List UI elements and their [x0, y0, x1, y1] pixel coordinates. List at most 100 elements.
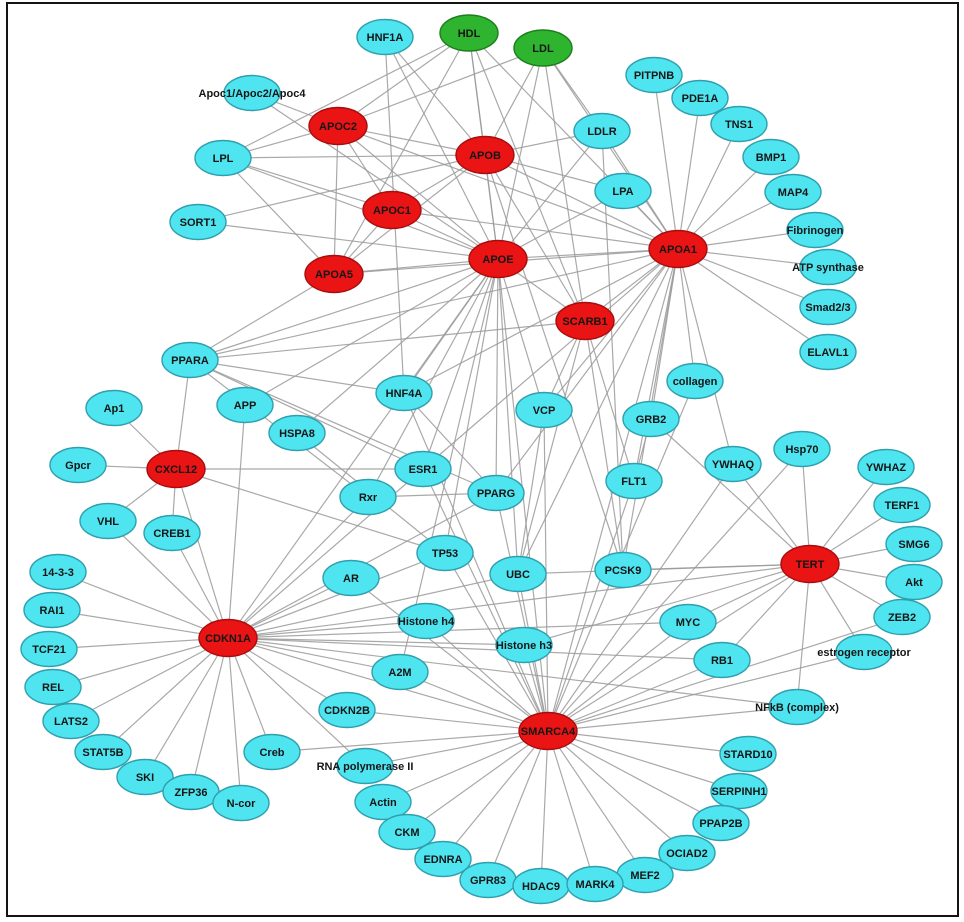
node-ellipse-apocgrp[interactable]: [223, 74, 281, 112]
node-zeb2[interactable]: ZEB2: [873, 598, 931, 636]
node-ellipse-ppara[interactable]: [161, 341, 219, 379]
node-ppara[interactable]: PPARA: [161, 341, 219, 379]
node-ellipse-mef2[interactable]: [616, 856, 674, 894]
node-ellipse-creb1[interactable]: [143, 514, 201, 552]
node-ellipse-er[interactable]: [835, 633, 893, 671]
node-lpa[interactable]: LPA: [594, 172, 652, 210]
node-stat5b[interactable]: STAT5B: [74, 733, 132, 771]
node-ywhaz[interactable]: YWHAZ: [857, 448, 915, 486]
node-ellipse-collagen[interactable]: [666, 362, 724, 400]
node-rel[interactable]: REL: [24, 668, 82, 706]
node-ellipse-apoa1[interactable]: [648, 229, 708, 269]
node-ellipse-smad23[interactable]: [799, 288, 857, 326]
node-rai1[interactable]: RAI1: [23, 591, 81, 629]
node-ellipse-hnf1a[interactable]: [356, 18, 414, 56]
node-ellipse-esr1[interactable]: [394, 450, 452, 488]
node-ellipse-lats2[interactable]: [42, 702, 100, 740]
node-ellipse-app[interactable]: [216, 386, 274, 424]
node-ellipse-apoa5[interactable]: [304, 254, 364, 294]
node-ellipse-rb1[interactable]: [693, 641, 751, 679]
node-creb[interactable]: Creb: [243, 733, 301, 771]
node-ubc[interactable]: UBC: [489, 555, 547, 593]
node-mef2[interactable]: MEF2: [616, 856, 674, 894]
node-cdkn2b[interactable]: CDKN2B: [318, 691, 376, 729]
node-ednra[interactable]: EDNRA: [414, 840, 472, 878]
node-vhl[interactable]: VHL: [79, 502, 137, 540]
node-ellipse-ski[interactable]: [116, 758, 174, 796]
node-ellipse-grb2[interactable]: [622, 400, 680, 438]
node-ellipse-ywhaq[interactable]: [704, 445, 762, 483]
node-ellipse-pde1a[interactable]: [671, 79, 729, 117]
node-ellipse-ywhaz[interactable]: [857, 448, 915, 486]
node-ellipse-pparg[interactable]: [467, 474, 525, 512]
node-hdac9[interactable]: HDAC9: [512, 867, 570, 905]
node-terf1[interactable]: TERF1: [873, 486, 931, 524]
node-ellipse-ncor[interactable]: [212, 784, 270, 822]
node-hh3[interactable]: Histone h3: [495, 626, 553, 664]
node-atpsyn[interactable]: ATP synthase: [792, 248, 864, 286]
node-ellipse-scarb1[interactable]: [555, 301, 615, 341]
node-flt1[interactable]: FLT1: [605, 462, 663, 500]
node-apoc1[interactable]: APOC1: [362, 190, 422, 230]
node-a2m[interactable]: A2M: [371, 653, 429, 691]
node-ellipse-hsp70[interactable]: [773, 430, 831, 468]
node-ellipse-tert[interactable]: [780, 544, 840, 584]
node-ellipse-ap1[interactable]: [85, 389, 143, 427]
node-ellipse-a2m[interactable]: [371, 653, 429, 691]
node-n1433[interactable]: 14-3-3: [29, 553, 87, 591]
node-ellipse-ednra[interactable]: [414, 840, 472, 878]
node-ar[interactable]: AR: [322, 559, 380, 597]
node-lpl[interactable]: LPL: [194, 139, 252, 177]
node-ellipse-ckm[interactable]: [378, 813, 436, 851]
node-cxcl12[interactable]: CXCL12: [146, 449, 206, 489]
node-ppap2b[interactable]: PPAP2B: [692, 804, 750, 842]
node-pitpnb[interactable]: PITPNB: [625, 56, 683, 94]
node-bmp1[interactable]: BMP1: [742, 138, 800, 176]
node-lats2[interactable]: LATS2: [42, 702, 100, 740]
node-apoc2[interactable]: APOC2: [308, 106, 368, 146]
node-pde1a[interactable]: PDE1A: [671, 79, 729, 117]
node-grb2[interactable]: GRB2: [622, 400, 680, 438]
node-smarca4[interactable]: SMARCA4: [518, 711, 578, 751]
node-ellipse-hnf4a[interactable]: [375, 374, 433, 412]
node-ellipse-smg6[interactable]: [885, 525, 943, 563]
node-ellipse-ldlr[interactable]: [573, 112, 631, 150]
node-ellipse-vhl[interactable]: [79, 502, 137, 540]
node-vcp[interactable]: VCP: [515, 391, 573, 429]
node-esr1[interactable]: ESR1: [394, 450, 452, 488]
node-hnf1a[interactable]: HNF1A: [356, 18, 414, 56]
node-smad23[interactable]: Smad2/3: [799, 288, 857, 326]
node-map4[interactable]: MAP4: [764, 173, 822, 211]
node-rxr[interactable]: Rxr: [339, 478, 397, 516]
node-fibrinogen[interactable]: Fibrinogen: [786, 211, 844, 249]
node-apocgrp[interactable]: Apoc1/Apoc2/Apoc4: [199, 74, 307, 112]
node-ellipse-serpinh1[interactable]: [710, 772, 768, 810]
node-apoa5[interactable]: APOA5: [304, 254, 364, 294]
node-ellipse-ociad2[interactable]: [658, 834, 716, 872]
node-tp53[interactable]: TP53: [416, 534, 474, 572]
node-ellipse-apoc1[interactable]: [362, 190, 422, 230]
node-hspa8[interactable]: HSPA8: [268, 414, 326, 452]
node-ellipse-myc[interactable]: [659, 603, 717, 641]
node-pcsk9[interactable]: PCSK9: [594, 551, 652, 589]
node-ellipse-sort1[interactable]: [169, 203, 227, 241]
node-ellipse-flt1[interactable]: [605, 462, 663, 500]
node-ellipse-bmp1[interactable]: [742, 138, 800, 176]
node-ellipse-actin[interactable]: [354, 783, 412, 821]
node-ellipse-gpcr[interactable]: [49, 446, 107, 484]
node-ellipse-rai1[interactable]: [23, 591, 81, 629]
node-apoa1[interactable]: APOA1: [648, 229, 708, 269]
node-apob[interactable]: APOB: [455, 135, 515, 175]
node-ellipse-akt[interactable]: [885, 563, 943, 601]
node-scarb1[interactable]: SCARB1: [555, 301, 615, 341]
node-ywhaq[interactable]: YWHAQ: [704, 445, 762, 483]
node-ellipse-apoe[interactable]: [468, 239, 528, 279]
node-ellipse-hh4[interactable]: [397, 602, 455, 640]
node-ellipse-stat5b[interactable]: [74, 733, 132, 771]
node-stard10[interactable]: STARD10: [719, 735, 777, 773]
node-sort1[interactable]: SORT1: [169, 203, 227, 241]
node-hdl[interactable]: HDL: [439, 14, 499, 52]
node-ellipse-pitpnb[interactable]: [625, 56, 683, 94]
node-ellipse-fibrinogen[interactable]: [786, 211, 844, 249]
